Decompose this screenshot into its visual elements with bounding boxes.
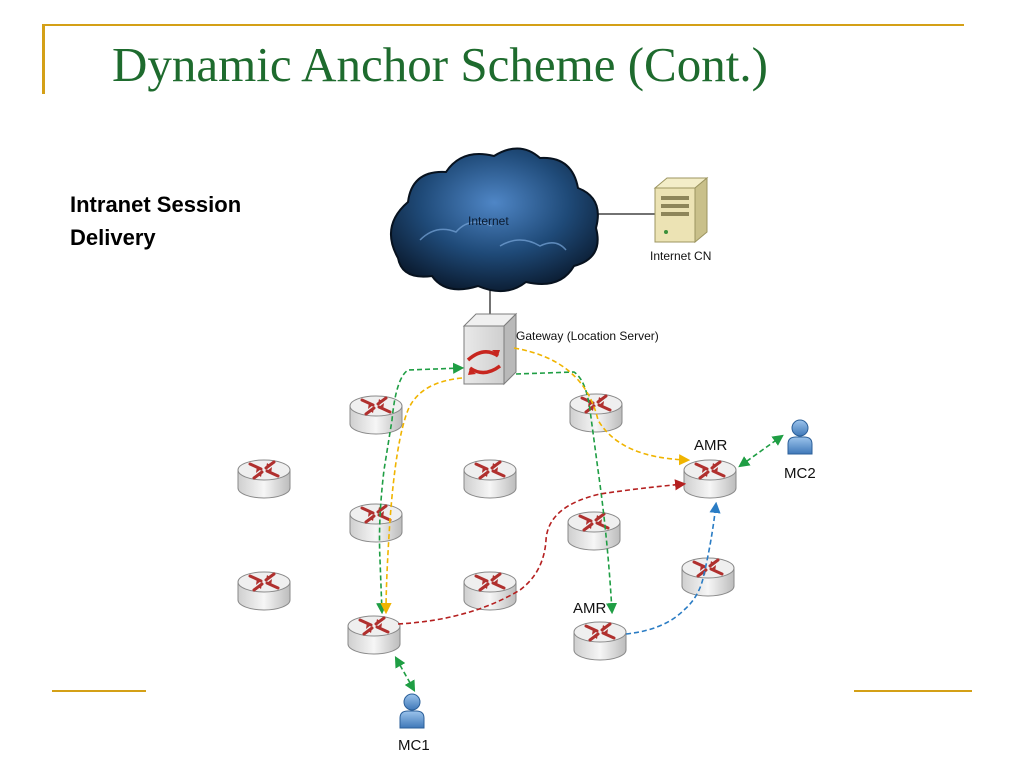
server-label: Internet CN bbox=[650, 249, 711, 263]
path-green-amr-mc2 bbox=[738, 434, 784, 468]
left-rule bbox=[42, 24, 45, 94]
router-r8 bbox=[236, 570, 292, 612]
path-blue-amr-to-amr bbox=[625, 501, 721, 635]
amr-label-right: AMR bbox=[694, 437, 728, 454]
router-r7 bbox=[566, 510, 622, 552]
router-r6 bbox=[348, 502, 404, 544]
mc1-person-icon bbox=[399, 693, 425, 729]
router-r2 bbox=[568, 392, 624, 434]
internet-cloud: Internet bbox=[390, 147, 599, 293]
router-mc1-anchor bbox=[346, 614, 402, 656]
slide-title: Dynamic Anchor Scheme (Cont.) bbox=[112, 37, 768, 92]
mc2-label: MC2 bbox=[784, 465, 816, 482]
amr-router-bottom bbox=[572, 620, 628, 662]
gateway-icon bbox=[462, 312, 518, 386]
amr-label-bottom: AMR bbox=[573, 600, 607, 617]
mc1-label: MC1 bbox=[398, 737, 430, 754]
server-icon bbox=[653, 176, 709, 244]
bottom-left-rule bbox=[52, 690, 146, 692]
path-green-mc1-router bbox=[394, 656, 416, 692]
subtitle-line-2: Delivery bbox=[70, 225, 156, 250]
router-r3 bbox=[236, 458, 292, 500]
amr-router-right bbox=[682, 458, 738, 500]
bottom-right-rule bbox=[854, 690, 972, 692]
router-r9 bbox=[462, 570, 518, 612]
path-red-mc1-to-amr bbox=[397, 479, 687, 625]
router-r4 bbox=[462, 458, 518, 500]
subtitle-line-1: Intranet Session bbox=[70, 192, 242, 217]
router-r10 bbox=[680, 556, 736, 598]
top-rule bbox=[44, 24, 964, 26]
gateway-label: Gateway (Location Server) bbox=[516, 329, 659, 343]
slide-subtitle: Intranet Session Delivery bbox=[70, 188, 241, 254]
mc2-person-icon bbox=[787, 419, 813, 455]
cloud-label: Internet bbox=[468, 214, 509, 228]
path-yellow-amr-to-mc1 bbox=[386, 347, 688, 612]
